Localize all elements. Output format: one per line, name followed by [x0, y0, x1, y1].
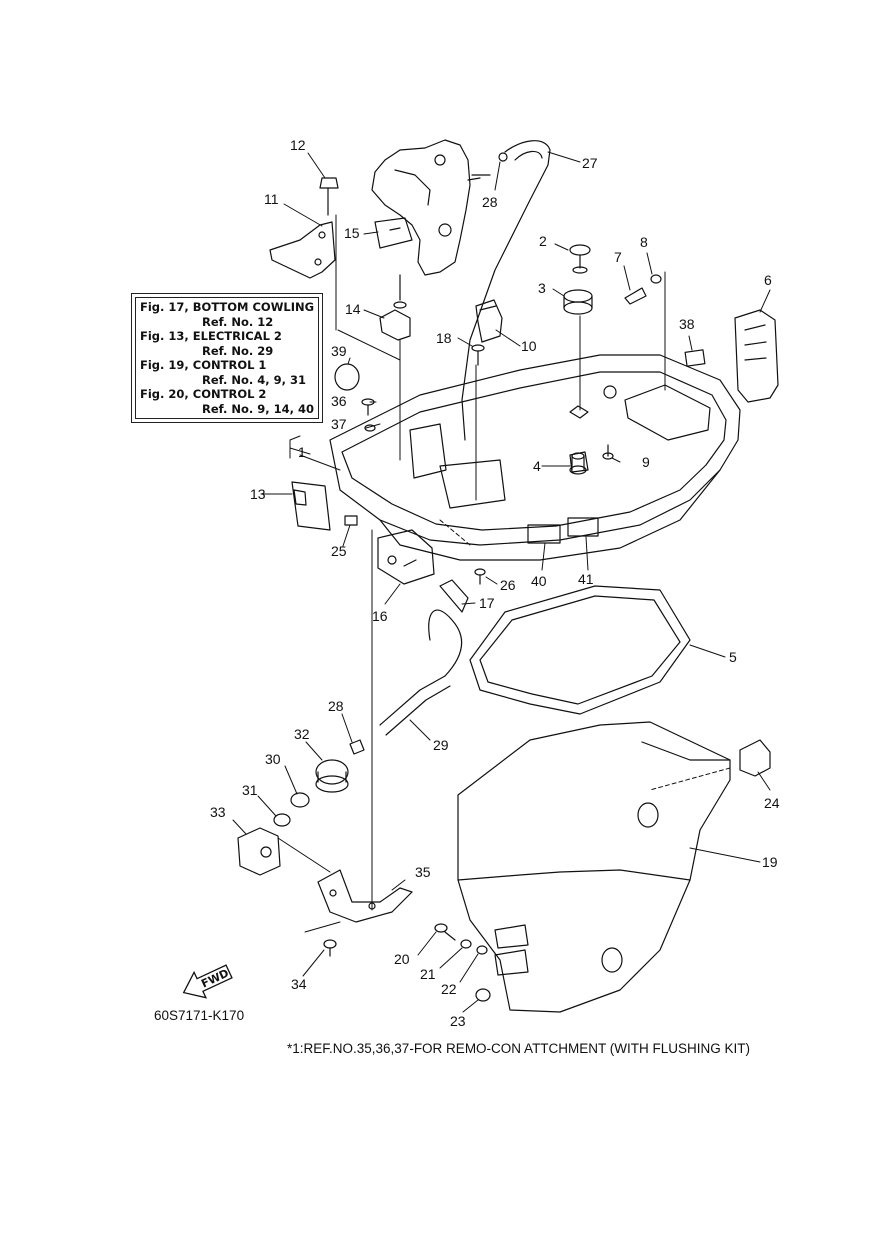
callout-14: 14	[345, 301, 361, 317]
callout-35: 35	[415, 864, 431, 880]
callout-24: 24	[764, 795, 780, 811]
cap-32-drawing	[315, 759, 349, 793]
callout-22: 22	[441, 981, 457, 997]
callout-30: 30	[265, 751, 281, 767]
callout-21: 21	[420, 966, 436, 982]
bracket-35-drawing	[317, 869, 413, 923]
washer-37-drawing	[364, 424, 376, 432]
seal-39-drawing	[334, 363, 360, 391]
callout-19: 19	[762, 854, 778, 870]
bolt-7-drawing	[624, 287, 647, 305]
footnote: *1:REF.NO.35,36,37-FOR REMO-CON ATTCHMEN…	[287, 1041, 751, 1056]
grommet-16-drawing	[377, 529, 435, 585]
grommet-17-drawing	[439, 579, 469, 613]
callout-28-top: 28	[482, 194, 498, 210]
ref-fig-line: Fig. 20, CONTROL 2	[140, 387, 267, 401]
washer-8-drawing	[650, 274, 662, 284]
callout-32: 32	[294, 726, 310, 742]
callout-2: 2	[539, 233, 547, 249]
callout-16: 16	[372, 608, 388, 624]
ref-fig-line: Fig. 19, CONTROL 1	[140, 358, 267, 372]
clip-31-drawing	[273, 813, 291, 827]
screw-36-drawing	[361, 398, 375, 416]
collar-4-drawing	[569, 452, 587, 475]
callout-5: 5	[729, 649, 737, 665]
bottom-cowling-1-drawing	[329, 354, 741, 561]
engine-block-drawing	[371, 139, 491, 276]
grommet-10-drawing	[475, 299, 503, 343]
callout-39: 39	[331, 343, 347, 359]
callout-11: 11	[264, 191, 279, 207]
callout-7: 7	[614, 249, 622, 265]
callout-33: 33	[210, 804, 226, 820]
callout-28-lower: 28	[328, 698, 344, 714]
callout-29: 29	[433, 737, 449, 753]
callout-41: 41	[578, 571, 594, 587]
cap-30-drawing	[290, 792, 310, 808]
bolt-12-drawing	[319, 177, 339, 216]
grommet-2-drawing	[569, 244, 591, 274]
grommet-24-drawing	[739, 739, 771, 777]
hose-27-drawing	[461, 140, 551, 441]
nut-23-drawing	[475, 988, 491, 1002]
callout-36: 36	[331, 393, 347, 409]
bracket-11-drawing	[269, 221, 336, 279]
callout-12: 12	[290, 137, 306, 153]
clip-15-drawing	[374, 217, 413, 249]
ref-fig-line: Fig. 17, BOTTOM COWLING	[140, 300, 315, 314]
mount-33-drawing	[237, 827, 281, 876]
ref-no-line: Ref. No. 12	[202, 314, 274, 329]
harness-29-drawing	[379, 609, 463, 736]
screw-34-drawing	[323, 939, 337, 957]
clip-28-drawing	[349, 739, 365, 755]
label-38-drawing	[684, 349, 706, 367]
screw-18-drawing	[471, 344, 485, 366]
grommet-3-drawing	[563, 289, 593, 315]
reference-box: Fig. 17, BOTTOM COWLING Ref. No. 12 Fig.…	[131, 293, 323, 423]
callout-38: 38	[679, 316, 695, 332]
callout-3: 3	[538, 280, 546, 296]
fwd-arrow: FWD	[182, 964, 233, 999]
cowling-19-drawing	[457, 721, 731, 1013]
washer-22-drawing	[476, 945, 488, 955]
callout-17: 17	[479, 595, 495, 611]
ref-no-line: Ref. No. 9, 14, 40	[202, 401, 315, 416]
callout-15: 15	[344, 225, 360, 241]
callout-25: 25	[331, 543, 347, 559]
cover-13-drawing	[291, 481, 331, 531]
callout-23: 23	[450, 1013, 466, 1029]
callout-34: 34	[291, 976, 307, 992]
bolt-9-drawing	[602, 444, 614, 460]
ref-fig-line: Fig. 13, ELECTRICAL 2	[140, 329, 282, 343]
callout-8: 8	[640, 234, 648, 250]
callout-6: 6	[764, 272, 772, 288]
cap-6-drawing	[734, 309, 779, 403]
ref-no-line: Ref. No. 29	[202, 343, 274, 358]
callout-27: 27	[582, 155, 598, 171]
drawing-number: 60S7171-K170	[154, 1008, 245, 1023]
seal-5-drawing	[469, 585, 691, 715]
leader-lines	[232, 151, 771, 1013]
callout-labels: 1 2 3 4 5 6 7 8 9 10 11 12 13 14 15 16 1…	[210, 137, 780, 1029]
callout-9-top: 9	[642, 454, 650, 470]
screw-26-drawing	[474, 568, 486, 585]
callout-10: 10	[521, 338, 537, 354]
callout-26: 26	[500, 577, 516, 593]
callout-31: 31	[242, 782, 258, 798]
callout-1: 1	[298, 444, 306, 460]
callout-18: 18	[436, 330, 452, 346]
pad-25-drawing	[344, 515, 358, 526]
bracket-14-drawing	[379, 274, 411, 341]
callout-13: 13	[250, 486, 266, 502]
screw-20-drawing	[434, 923, 456, 941]
callout-20: 20	[394, 951, 410, 967]
callout-37: 37	[331, 416, 347, 432]
ref-no-line: Ref. No. 4, 9, 31	[202, 372, 307, 387]
callout-4: 4	[533, 458, 541, 474]
washer-21-drawing	[460, 939, 472, 949]
callout-40: 40	[531, 573, 547, 589]
